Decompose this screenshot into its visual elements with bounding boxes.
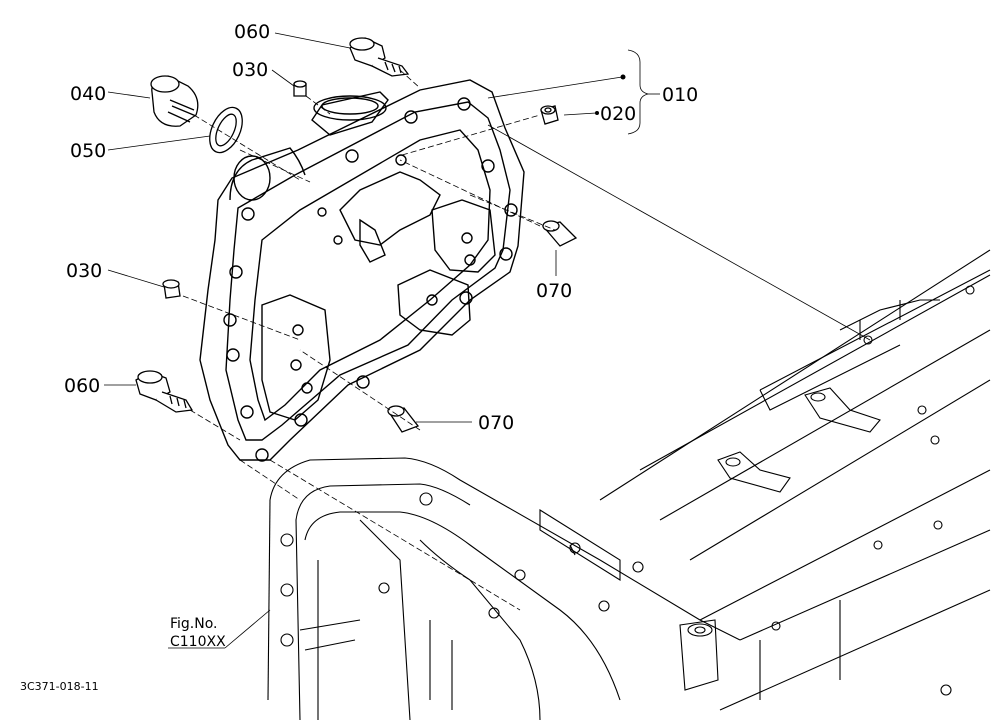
leader-dot-010	[620, 74, 626, 80]
plug-040	[150, 75, 199, 127]
pin-020	[540, 105, 559, 125]
label-060-top: 060	[234, 21, 270, 43]
label-060-bottom: 060	[64, 375, 100, 397]
drawing-code: 3C371-018-11	[20, 680, 99, 693]
figure-ref-line1: Fig.No.	[170, 616, 218, 632]
bolt-060-top	[349, 37, 410, 77]
bolt-060-bottom	[135, 370, 194, 413]
label-040: 040	[70, 83, 106, 105]
label-020: 020	[600, 103, 636, 125]
label-070-bottom: 070	[478, 412, 514, 434]
assembly-lines	[104, 32, 871, 649]
pin-030-left	[162, 279, 181, 299]
leader-dot-020	[595, 111, 599, 115]
dowel-070-right	[541, 220, 578, 247]
o-ring-050	[209, 106, 243, 154]
figure-ref-line2: C110XX	[170, 634, 226, 650]
cover-housing	[199, 79, 525, 462]
label-030-left: 030	[66, 260, 102, 282]
label-030-top: 030	[232, 59, 268, 81]
label-010: 010	[662, 84, 698, 106]
label-050: 050	[70, 140, 106, 162]
pin-030-top	[293, 80, 307, 97]
transmission-case	[267, 249, 991, 721]
label-070-right: 070	[536, 280, 572, 302]
